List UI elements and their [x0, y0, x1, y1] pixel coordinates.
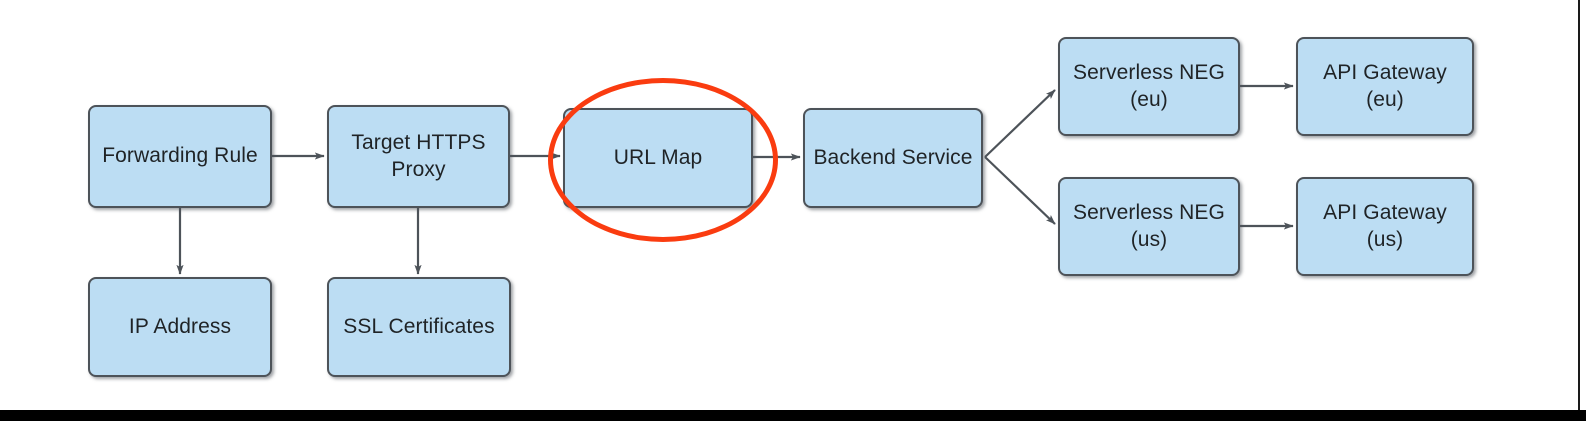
node-ssl-certificates-label: SSL Certificates: [343, 314, 495, 338]
diagram-surface[interactable]: Forwarding Rule Target HTTPS Proxy URL M…: [0, 0, 1580, 411]
edge-backend-service-to-serverless-neg-us: [984, 156, 1056, 225]
node-forwarding-rule-label: Forwarding Rule: [102, 144, 258, 168]
node-ip-address[interactable]: IP Address: [88, 277, 272, 377]
node-forwarding-rule[interactable]: Forwarding Rule: [88, 105, 272, 208]
right-edge-divider: [1578, 0, 1580, 411]
node-ssl-certificates[interactable]: SSL Certificates: [327, 277, 511, 377]
bottom-black-bar: [0, 410, 1586, 421]
node-target-https-proxy[interactable]: Target HTTPS Proxy: [327, 105, 510, 208]
node-serverless-neg-us[interactable]: Serverless NEG (us): [1058, 177, 1240, 276]
node-target-https-proxy-label: Target HTTPS Proxy: [351, 130, 486, 181]
node-api-gateway-eu[interactable]: API Gateway (eu): [1296, 37, 1474, 136]
node-api-gateway-eu-label: API Gateway (eu): [1323, 60, 1447, 111]
node-ip-address-label: IP Address: [128, 314, 232, 338]
node-backend-service-label: Backend Service: [813, 145, 973, 169]
node-url-map[interactable]: URL Map: [563, 108, 753, 208]
node-serverless-neg-eu-label: Serverless NEG (eu): [1073, 60, 1225, 111]
node-api-gateway-us-label: API Gateway (us): [1323, 200, 1447, 251]
node-backend-service[interactable]: Backend Service: [803, 108, 983, 208]
node-url-map-label: URL Map: [613, 145, 703, 169]
edge-backend-service-to-serverless-neg-eu: [984, 89, 1056, 158]
node-api-gateway-us[interactable]: API Gateway (us): [1296, 177, 1474, 276]
node-serverless-neg-eu[interactable]: Serverless NEG (eu): [1058, 37, 1240, 136]
node-serverless-neg-us-label: Serverless NEG (us): [1073, 200, 1225, 251]
